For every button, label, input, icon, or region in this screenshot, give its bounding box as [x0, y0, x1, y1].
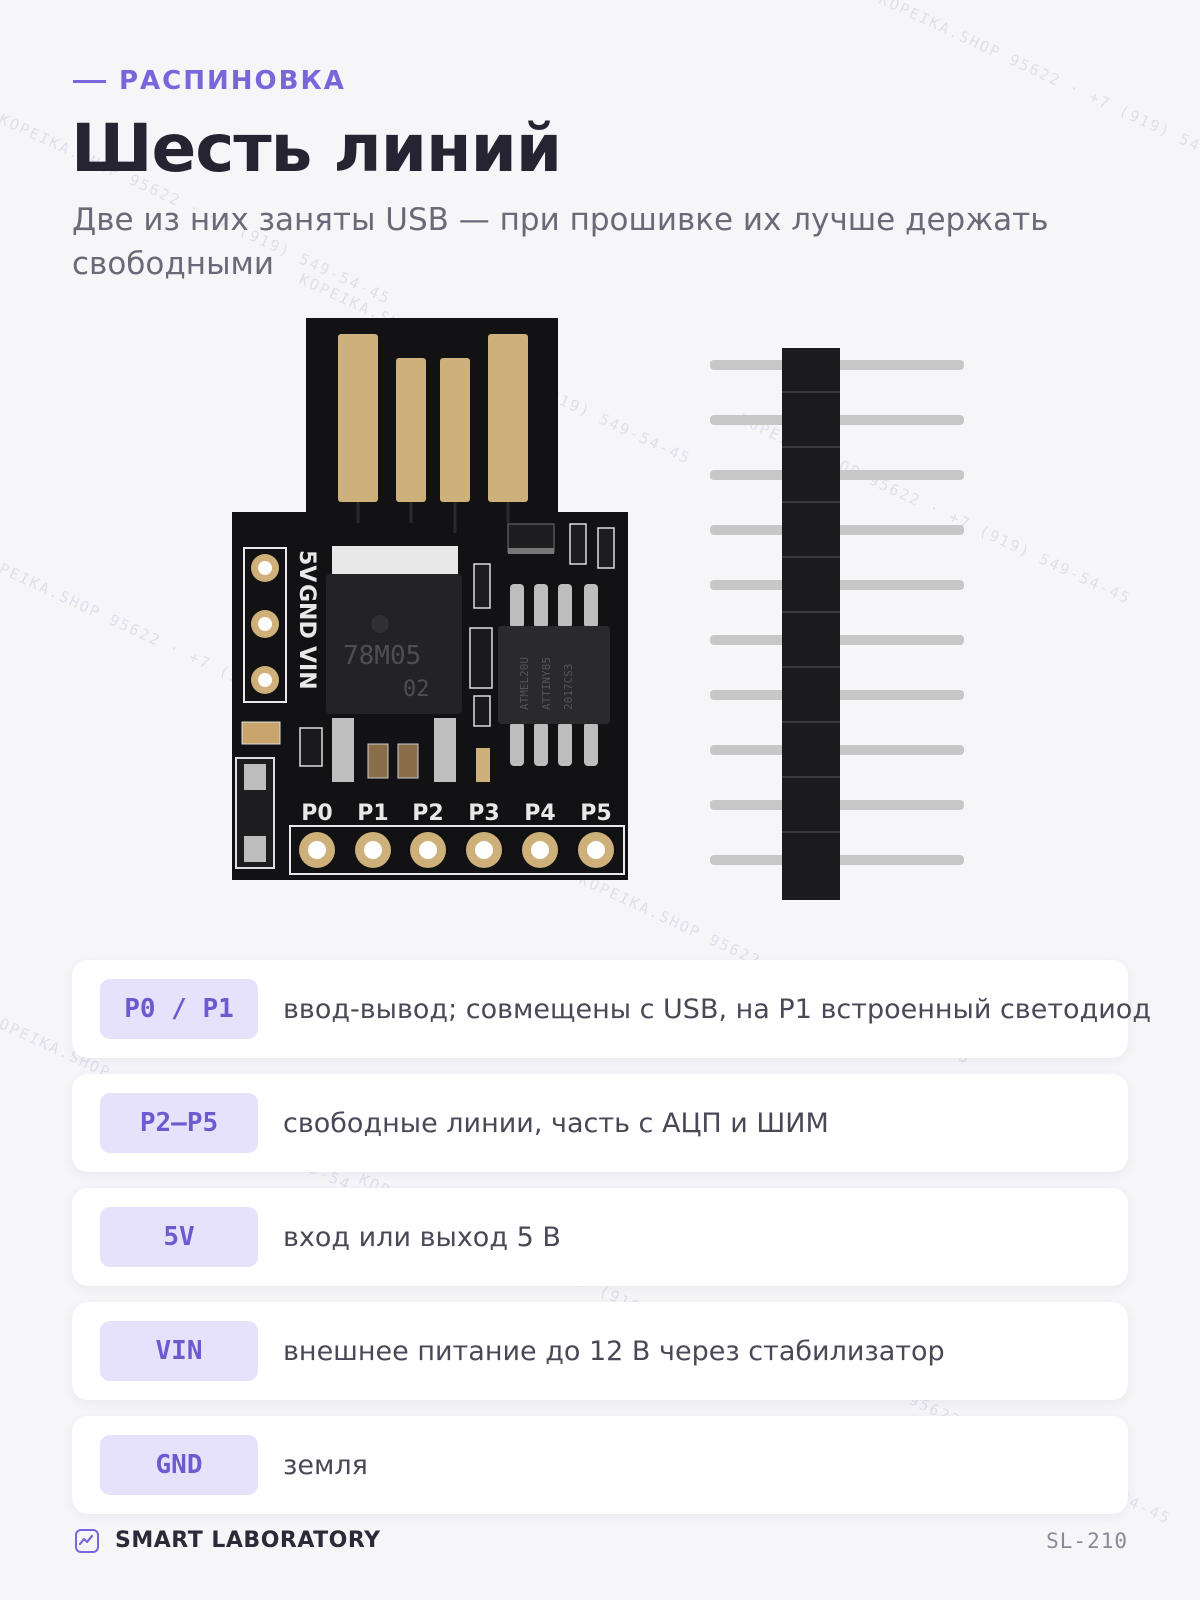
board-photo: 5V GND VIN 78M05 02 ATMEL20U ATTINY85 20… [232, 318, 628, 880]
pin-description: ввод-вывод; совмещены с USB, на P1 встро… [283, 993, 1151, 1025]
pin-row-5v: 5V вход или выход 5 В [72, 1188, 1128, 1286]
mcu-marking-3: 2017CS3 [562, 664, 575, 710]
board-label-p5: P5 [580, 801, 611, 826]
mcu-marking-1: ATMEL20U [518, 657, 531, 710]
board-label-p4: P4 [524, 801, 555, 826]
pin-description: земля [283, 1449, 368, 1481]
eyebrow-dash [73, 79, 106, 83]
pin-badge: GND [100, 1435, 258, 1495]
page-title: Шесть линий [71, 110, 562, 187]
page-subtitle: Две из них заняты USB — при прошивке их … [72, 202, 1049, 282]
regulator-marking: 78M05 [343, 641, 421, 671]
chart-icon [75, 1528, 99, 1553]
brand-name: SMART LABORATORY [115, 1528, 381, 1553]
pin-description: внешнее питание до 12 В через стабилизат… [283, 1335, 945, 1367]
pin-badge: P0 / P1 [100, 979, 258, 1039]
pin-row-gnd: GND земля [72, 1416, 1128, 1514]
pin-list: P0 / P1 ввод-вывод; совмещены с USB, на … [72, 960, 1151, 1530]
page-code: SL-210 [1046, 1529, 1128, 1553]
pin-row-vin: VIN внешнее питание до 12 В через стабил… [72, 1302, 1128, 1400]
regulator-lot: 02 [403, 677, 430, 702]
pin-row-p2-p5: P2–P5 свободные линии, часть с АЦП и ШИМ [72, 1074, 1128, 1172]
pin-badge: VIN [100, 1321, 258, 1381]
pin-row-p0-p1: P0 / P1 ввод-вывод; совмещены с USB, на … [72, 960, 1151, 1058]
section-eyebrow: РАСПИНОВКА [73, 66, 346, 96]
pin-badge: 5V [100, 1207, 258, 1267]
board-label-5v: 5V [294, 550, 319, 582]
board-label-p3: P3 [468, 801, 499, 826]
eyebrow-label: РАСПИНОВКА [119, 66, 346, 96]
mcu-marking-2: ATTINY85 [540, 657, 553, 710]
board-label-vin: VIN [294, 646, 319, 690]
watermark-text: KOPEIKA.SHOP 95622 · +7 (919) 549-54-45 [876, 0, 1200, 189]
footer-brand: SMART LABORATORY [75, 1528, 381, 1553]
board-label-p0: P0 [301, 801, 332, 826]
pin-description: свободные линии, часть с АЦП и ШИМ [283, 1107, 829, 1139]
board-label-p2: P2 [412, 801, 443, 826]
pin-badge: P2–P5 [100, 1093, 258, 1153]
board-label-gnd: GND [294, 584, 319, 639]
pin-description: вход или выход 5 В [283, 1221, 561, 1253]
pin-header-photo [710, 348, 964, 900]
board-label-p1: P1 [357, 801, 388, 826]
